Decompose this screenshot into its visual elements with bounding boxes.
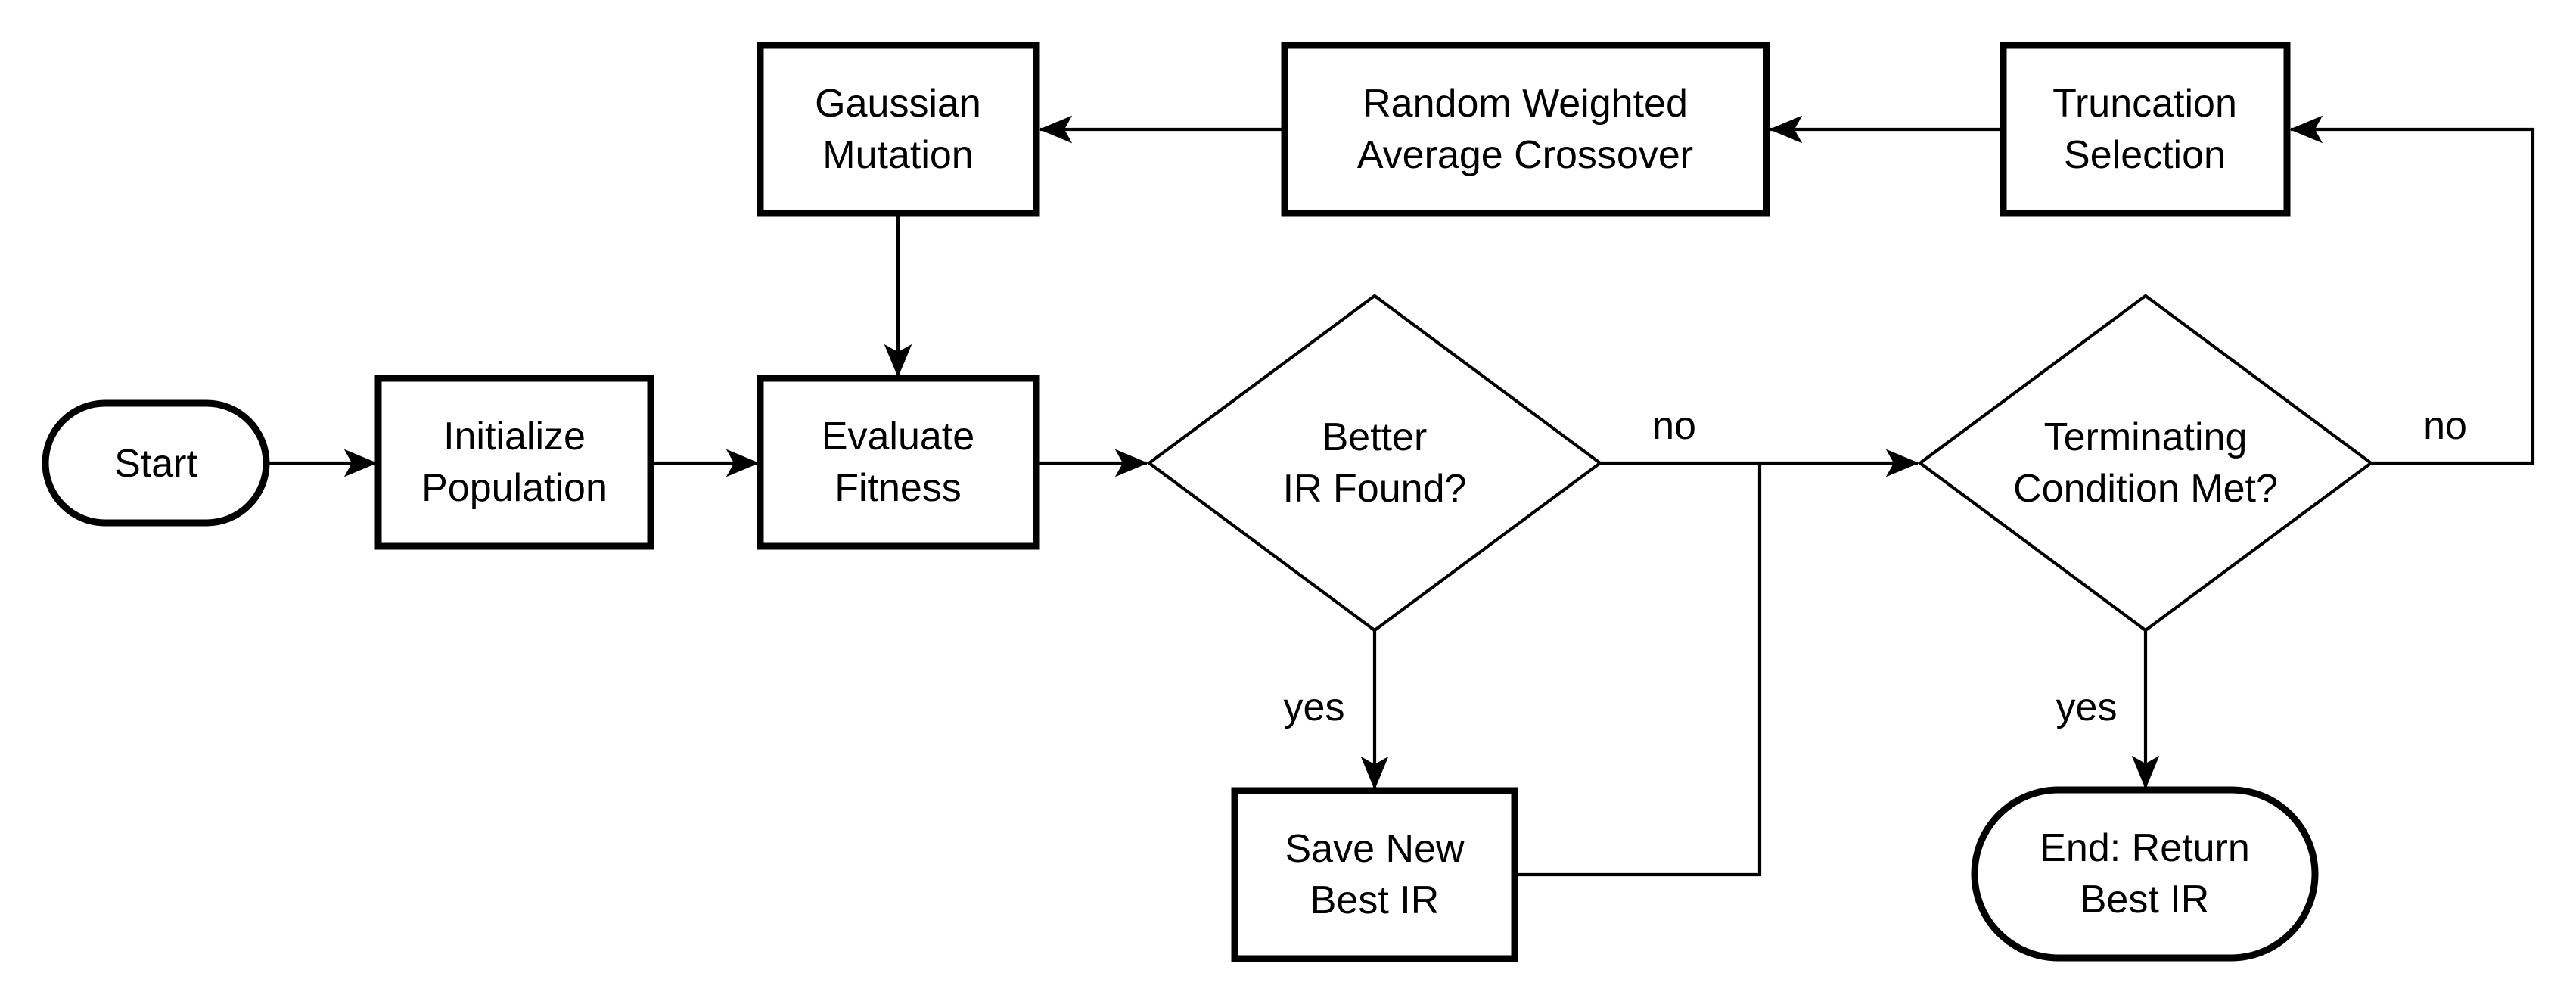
node-end-return-best-ir: End: Return Best IR (1971, 786, 2319, 962)
label-terminating-no: no (2423, 404, 2467, 448)
node-initialize-population-label-line1: Initialize (443, 415, 586, 459)
node-truncation-selection-label-line1: Truncation (2052, 82, 2237, 126)
node-better-ir-found-label-line2: IR Found? (1283, 467, 1467, 511)
node-better-ir-found-label-line1: Better (1322, 415, 1428, 459)
node-initialize-population: Initialize Population (374, 375, 654, 550)
node-truncation-selection: Truncation Selection (2000, 42, 2291, 217)
node-end-label-line1: End: Return (2040, 826, 2250, 870)
node-random-weighted-average-crossover: Random Weighted Average Crossover (1281, 42, 1770, 217)
node-terminating-condition-label-line1: Terminating (2044, 415, 2248, 459)
label-better-ir-yes: yes (1284, 685, 1345, 729)
node-truncation-selection-label-line2: Selection (2064, 133, 2226, 177)
evaluate-fitness-shape (757, 375, 1040, 550)
node-evaluate-fitness-label-line2: Fitness (834, 466, 962, 510)
node-crossover-label-line1: Random Weighted (1363, 82, 1688, 126)
label-better-ir-no: no (1652, 404, 1696, 448)
random-weighted-average-crossover-shape (1281, 42, 1770, 217)
node-gaussian-mutation: Gaussian Mutation (757, 42, 1040, 217)
node-crossover-label-line2: Average Crossover (1357, 133, 1693, 177)
edge-save-to-merge (1515, 462, 1762, 877)
initialize-population-shape (374, 375, 654, 550)
node-save-new-best-ir-label-line1: Save New (1285, 827, 1465, 871)
edges (266, 115, 2535, 877)
node-evaluate-fitness-label-line1: Evaluate (822, 415, 974, 459)
node-evaluate-fitness: Evaluate Fitness (757, 375, 1040, 550)
terminating-condition-met-decision-shape (1917, 294, 2374, 633)
node-start: Start (42, 399, 270, 527)
edge-labels: no yes no yes (1284, 404, 2467, 729)
node-initialize-population-label-line2: Population (421, 466, 607, 510)
node-better-ir-found: Better IR Found? (1146, 294, 1603, 633)
node-end-label-line2: Best IR (2080, 878, 2210, 922)
label-terminating-yes: yes (2056, 685, 2118, 729)
truncation-selection-shape (2000, 42, 2291, 217)
save-new-best-ir-shape (1231, 787, 1518, 962)
edge-terminating-no-loop-to-truncation (2289, 115, 2535, 465)
start-terminator-shape (42, 399, 270, 527)
node-start-label: Start (114, 442, 197, 486)
end-terminator-shape (1971, 786, 2319, 962)
node-terminating-condition-met: Terminating Condition Met? (1917, 294, 2374, 633)
node-terminating-condition-label-line2: Condition Met? (2013, 467, 2278, 511)
node-gaussian-mutation-label-line2: Mutation (822, 133, 973, 177)
better-ir-found-decision-shape (1146, 294, 1603, 633)
node-gaussian-mutation-label-line1: Gaussian (815, 82, 981, 126)
gaussian-mutation-shape (757, 42, 1040, 217)
node-save-new-best-ir: Save New Best IR (1231, 787, 1518, 962)
node-save-new-best-ir-label-line2: Best IR (1310, 878, 1440, 922)
